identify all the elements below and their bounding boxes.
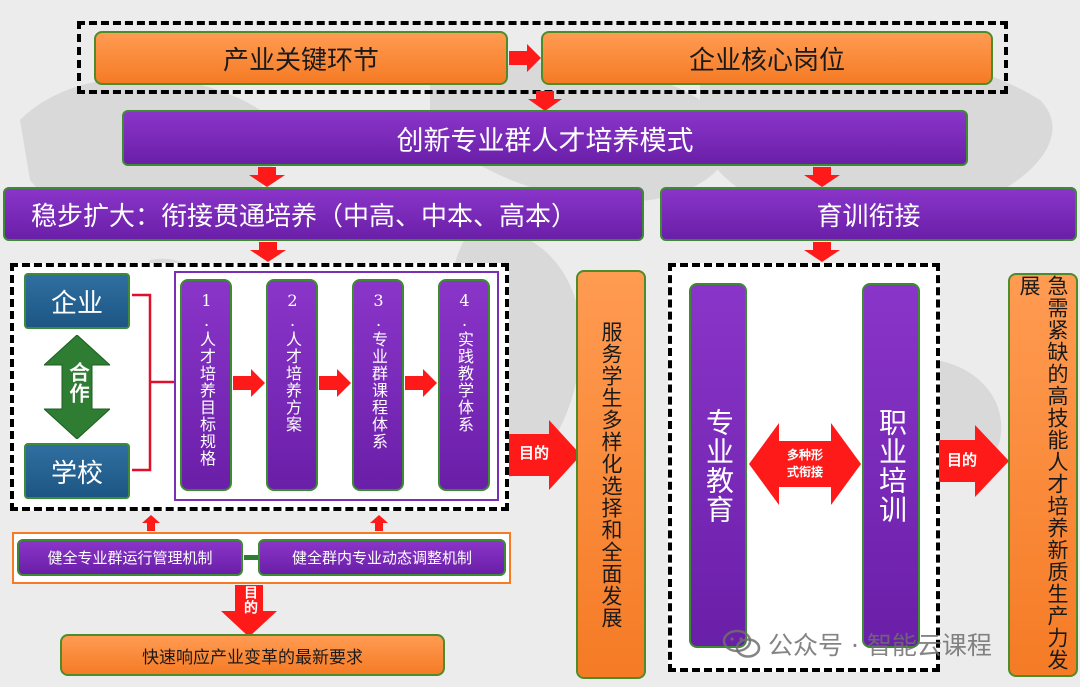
watermark: 公众号 · 智能云课程 [722,626,1052,662]
cooperate-text: 合作 [66,362,90,404]
wechat-icon [722,629,761,658]
arrow-right-icon [405,369,437,397]
step-2-box: 2.人才培养方案 [266,279,318,491]
purpose-label-right: 目的 [946,451,977,469]
steps-frame [174,271,499,501]
school-box: 学校 [24,443,130,499]
industry-key-link-text: 产业关键环节 [222,45,379,76]
enterprise-text: 企业 [50,288,103,319]
vocational-training-text: 职业培训 [875,407,908,524]
student-development-text: 服务学生多样化选择和全面发展 [599,320,623,629]
purpose-label-bottom: 目的 [242,585,258,615]
bottom-result-text: 快速响应产业变革的最新要求 [142,647,363,668]
step-1-text: 1.人才培养目标规格 [197,291,216,467]
enterprise-core-post-text: 企业核心岗位 [688,45,845,76]
step-3-box: 3.专业群课程体系 [352,279,404,491]
innovation-banner-text: 创新专业群人才培养模式 [396,125,694,157]
mechanism-right-box: 健全群内专业动态调整机制 [258,539,506,576]
professional-education-box: 专业教育 [689,283,747,648]
arrow-down-icon [250,242,286,262]
double-arrow-icon [749,423,861,505]
arrow-up-icon [142,515,160,531]
left-header: 稳步扩大：衔接贯通培养（中高、中本、高本） [3,187,644,241]
purpose-label-middle: 目的 [518,444,549,462]
arrow-down-icon [804,242,840,262]
final-result-text: 急需紧缺的高技能人才培养新质生产力发展 [1017,275,1069,671]
professional-education-text: 专业教育 [702,407,735,524]
mechanism-left-text: 健全专业群运行管理机制 [47,549,213,567]
arrow-right-icon [319,369,351,397]
step-4-text: 4.实践教学体系 [455,291,474,433]
cooperate-double-arrow-icon [44,335,110,439]
step-2-text: 2.人才培养方案 [283,291,302,433]
innovation-banner: 创新专业群人才培养模式 [122,110,968,166]
watermark-text: 公众号 · 智能云课程 [768,631,992,660]
vocational-training-box: 职业培训 [862,283,920,648]
bottom-result-box: 快速响应产业变革的最新要求 [60,634,445,676]
purpose-arrow-down-icon [221,585,277,637]
student-development-box: 服务学生多样化选择和全面发展 [576,270,646,679]
mechanism-left-box: 健全专业群运行管理机制 [17,539,243,576]
right-header: 育训衔接 [660,187,1077,241]
purpose-arrow-right-icon [939,425,1009,497]
mechanism-right-text: 健全群内专业动态调整机制 [291,549,472,567]
arrow-right-icon [509,44,541,72]
enterprise-core-post-box: 企业核心岗位 [541,31,993,85]
industry-key-link-box: 产业关键环节 [94,31,508,85]
mechanism-connector [244,555,258,560]
purpose-arrow-right-icon [509,420,581,490]
arrow-down-icon [249,167,285,187]
right-header-text: 育训衔接 [816,201,921,232]
step-4-box: 4.实践教学体系 [438,279,490,491]
link-label: 多种形式衔接 [786,448,823,479]
arrow-down-icon [804,167,840,187]
enterprise-box: 企业 [24,273,130,329]
arrow-down-icon [528,91,562,111]
final-result-box: 急需紧缺的高技能人才培养新质生产力发展 [1008,273,1078,677]
school-text: 学校 [50,458,103,489]
crimson-bracket [132,293,176,472]
arrow-right-icon [233,369,265,397]
arrow-up-icon [370,515,388,531]
left-header-text: 稳步扩大：衔接贯通培养（中高、中本、高本） [31,201,578,232]
step-3-text: 3.专业群课程体系 [369,291,388,450]
step-1-box: 1.人才培养目标规格 [180,279,232,491]
cooperate-label: 合作 [63,362,93,418]
